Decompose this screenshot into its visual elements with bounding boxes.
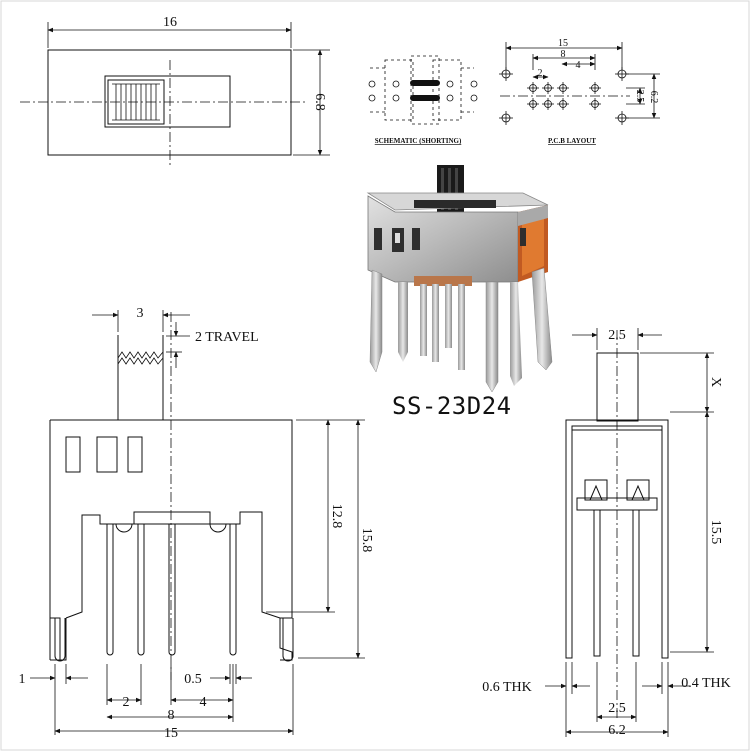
side-actuator-width: 2.5 — [608, 328, 626, 343]
front-pin-offset: 1 — [19, 672, 26, 687]
front-pins — [54, 524, 294, 662]
side-x-label: X — [708, 377, 723, 387]
pcb-label: P.C.B LAYOUT — [548, 137, 596, 145]
front-actuator-width: 3 — [137, 306, 144, 321]
pcb-dim-4: 4 — [576, 60, 581, 71]
front-height-15-8: 15.8 — [359, 528, 374, 553]
pcb-dim-15: 15 — [558, 38, 568, 49]
side-height-15-5: 15.5 — [708, 520, 723, 545]
side-view: 2.5 X 15.5 0.6 THK 0.4 THK 2.5 6.2 — [482, 328, 731, 738]
product-image — [366, 165, 553, 393]
schematic-label: SCHEMATIC (SHORTING) — [375, 137, 462, 145]
front-span-8: 8 — [168, 708, 175, 723]
side-thk-left: 0.6 THK — [482, 680, 532, 695]
front-travel: 2 TRAVEL — [195, 330, 259, 345]
front-span-15: 15 — [164, 726, 178, 741]
front-pitch-2: 2 — [123, 695, 130, 710]
top-width-dim: 16 — [163, 15, 177, 30]
front-pitch-4: 4 — [200, 695, 207, 710]
front-height-12-8: 12.8 — [329, 504, 344, 529]
front-view: 3 2 TRAVEL 12.8 15.8 1 0.5 2 4 — [19, 306, 375, 741]
schematic-diagram: SCHEMATIC (SHORTING) — [368, 55, 478, 145]
model-number: SS-23D24 — [392, 392, 512, 420]
pcb-dim-6-2: 6.2 — [648, 91, 659, 104]
side-pitch: 2.5 — [608, 701, 626, 716]
pcb-dim-8: 8 — [561, 49, 566, 60]
pcb-dim-2-5: 2.5 — [634, 90, 645, 103]
side-thk-right: 0.4 THK — [681, 676, 731, 691]
top-view: 16 6.8 — [20, 15, 330, 165]
terminal-circles — [368, 80, 478, 102]
side-width: 6.2 — [608, 723, 626, 738]
contact-bar-lower — [410, 95, 440, 101]
pcb-dim-2: 2 — [538, 68, 543, 79]
front-pin-width: 0.5 — [184, 672, 202, 687]
pcb-layout-diagram: 15 8 4 2 6.2 2.5 — [499, 38, 660, 145]
top-height-dim: 6.8 — [312, 93, 327, 111]
contact-bar-upper — [410, 80, 440, 86]
pcb-pads — [499, 67, 629, 125]
